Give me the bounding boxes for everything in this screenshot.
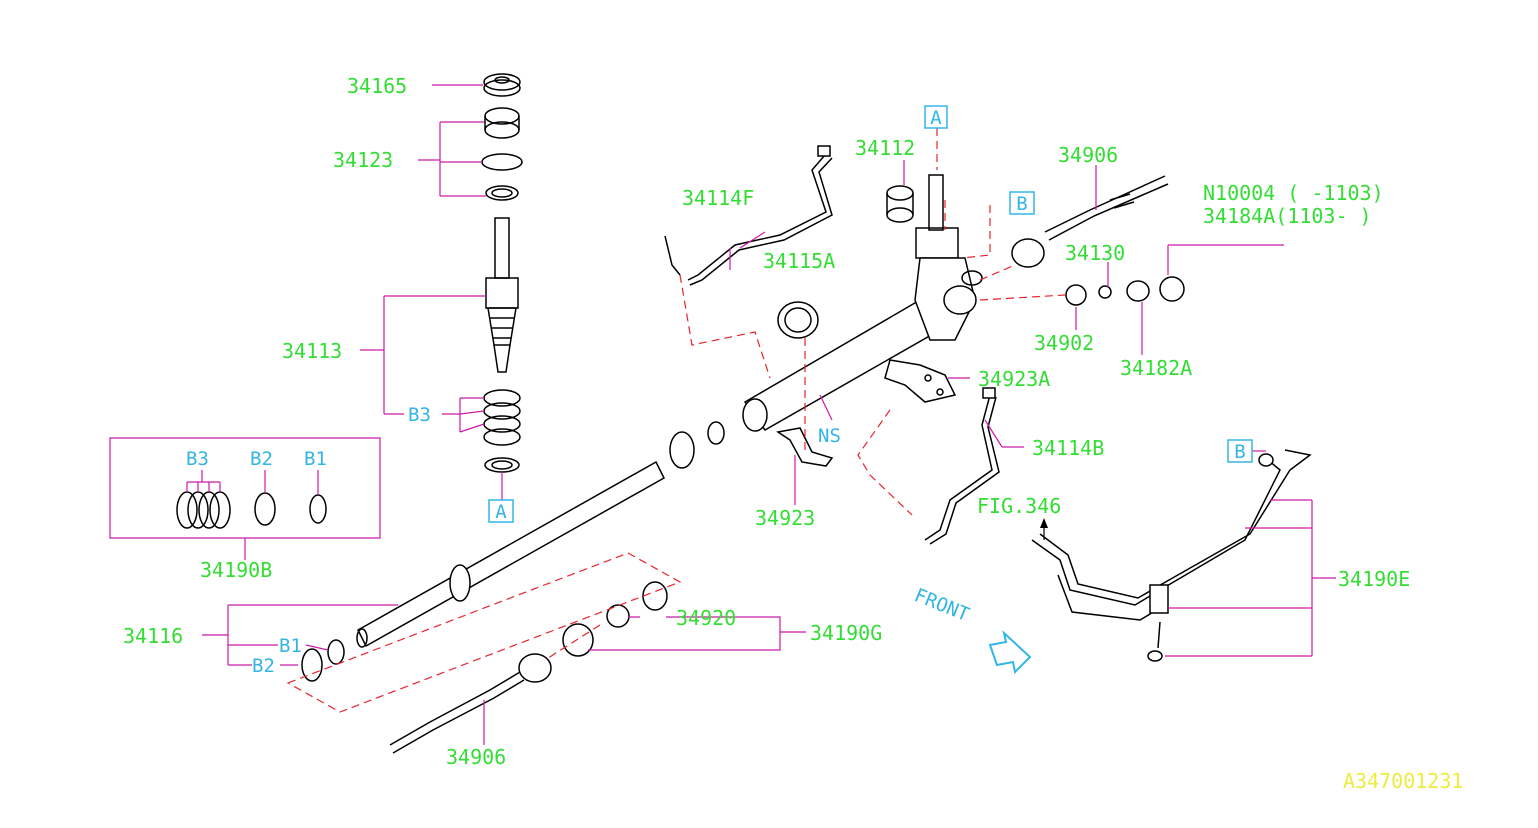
label-34923a: 34923A [978,367,1050,391]
part-gearbox-housing [742,174,983,432]
svg-text:B: B [1234,441,1245,463]
label-fig346: FIG.346 [977,494,1061,518]
label-34165: 34165 [347,74,407,98]
label-b3-stack: B3 [408,404,431,426]
part-34165-cap [483,73,521,97]
part-34190b-kit-rings [176,491,327,529]
label-34902: 34902 [1034,331,1094,355]
label-b2-kit: B2 [250,448,273,470]
part-34190e-hose [1031,449,1312,662]
part-34114f-pipe [664,145,833,286]
part-b3-rings [483,389,521,473]
label-34906-bottom: 34906 [446,745,506,769]
part-34116-rack [301,421,725,682]
label-34115a: 34115A [763,249,835,273]
part-34906-tie-rod-top [1011,175,1169,268]
ref-box-b-valve: B [1009,191,1035,215]
label-34182a: 34182A [1120,356,1192,380]
label-34923: 34923 [755,506,815,530]
part-34123-seals [481,107,523,201]
label-front: FRONT [911,584,972,626]
label-34190e: 34190E [1338,567,1410,591]
ref-box-a-bottom: A [488,499,514,523]
label-34123: 34123 [333,148,393,172]
part-34113-pinion [485,217,519,373]
label-34906-top: 34906 [1058,143,1118,167]
label-34920: 34920 [676,606,736,630]
front-arrow-icon [988,630,1032,675]
leader-lines [109,84,1336,745]
label-34116: 34116 [123,624,183,648]
label-34114b: 34114B [1032,436,1104,460]
label-34113: 34113 [282,339,342,363]
fig346-arrow [1040,518,1048,540]
part-34112-bushing [886,185,914,223]
label-n10004: N10004 ( -1103) [1203,181,1384,205]
label-b2-lower: B2 [252,655,275,677]
label-ns: NS [818,425,841,447]
ref-box-a-top: A [924,105,948,129]
label-b3-kit: B3 [186,448,209,470]
svg-text:A: A [495,501,507,523]
label-34114f: 34114F [682,186,754,210]
label-34130: 34130 [1065,241,1125,265]
svg-text:B: B [1016,193,1027,215]
part-34906-tie-rod-bottom [389,581,668,754]
label-b1-kit: B1 [304,448,327,470]
ref-box-b-hose: B [1227,439,1253,463]
dashed-assembly-lines [286,128,1066,713]
part-34114b-pipe [924,387,1000,545]
label-34190g: 34190G [810,621,882,645]
svg-text:A: A [930,107,942,129]
label-34184a: 34184A(1103- ) [1203,204,1372,228]
part-34923a-bracket [884,359,957,403]
part-valve-parts [1065,276,1185,306]
part-34115a-bushing [777,301,819,339]
label-34190b: 34190B [200,558,272,582]
drawing-code: A347001231 [1343,769,1463,793]
label-34112: 34112 [855,136,915,160]
label-b1-lower: B1 [279,635,302,657]
